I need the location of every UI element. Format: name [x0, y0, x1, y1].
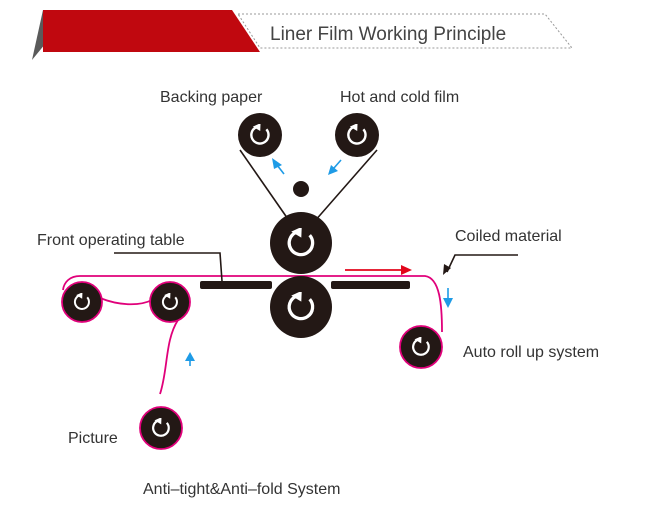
label-auto-roll-up-system: Auto roll up system [463, 344, 599, 361]
backing-paper-roller [238, 113, 282, 157]
coiled-material-pointer-icon [443, 264, 451, 275]
nip-roller [293, 181, 309, 197]
banner-red-ribbon [43, 10, 260, 52]
auto-roll-up-roller [399, 325, 443, 369]
label-picture: Picture [68, 430, 118, 447]
feed-direction-arrow [345, 265, 412, 275]
page-title: Liner Film Working Principle [270, 24, 506, 45]
leader-lines [114, 252, 518, 282]
upper-main-roller [270, 212, 332, 274]
flow-arrow-film [328, 159, 342, 175]
label-front-operating-table: Front operating table [37, 232, 185, 249]
top-film-paths [239, 149, 378, 223]
anti-tight-roller-left [61, 281, 103, 323]
hot-cold-film-roller [335, 113, 379, 157]
lower-main-roller [270, 276, 332, 338]
material-path [62, 275, 443, 395]
anti-tight-roller-middle [149, 281, 191, 323]
front-operating-table [200, 281, 272, 289]
label-backing-paper: Backing paper [160, 89, 263, 106]
flow-arrow-picture [185, 352, 195, 366]
flow-arrow-return [443, 288, 453, 308]
banner-title-box [237, 13, 574, 49]
rear-operating-table [331, 281, 410, 289]
label-hot-cold-film: Hot and cold film [340, 89, 459, 106]
flow-arrow-backing [272, 158, 285, 175]
picture-roller [139, 406, 183, 450]
label-anti-tight-system: Anti–tight&Anti–fold System [143, 481, 340, 498]
label-coiled-material: Coiled material [455, 228, 562, 245]
header-banner: Liner Film Working Principle [32, 10, 574, 60]
